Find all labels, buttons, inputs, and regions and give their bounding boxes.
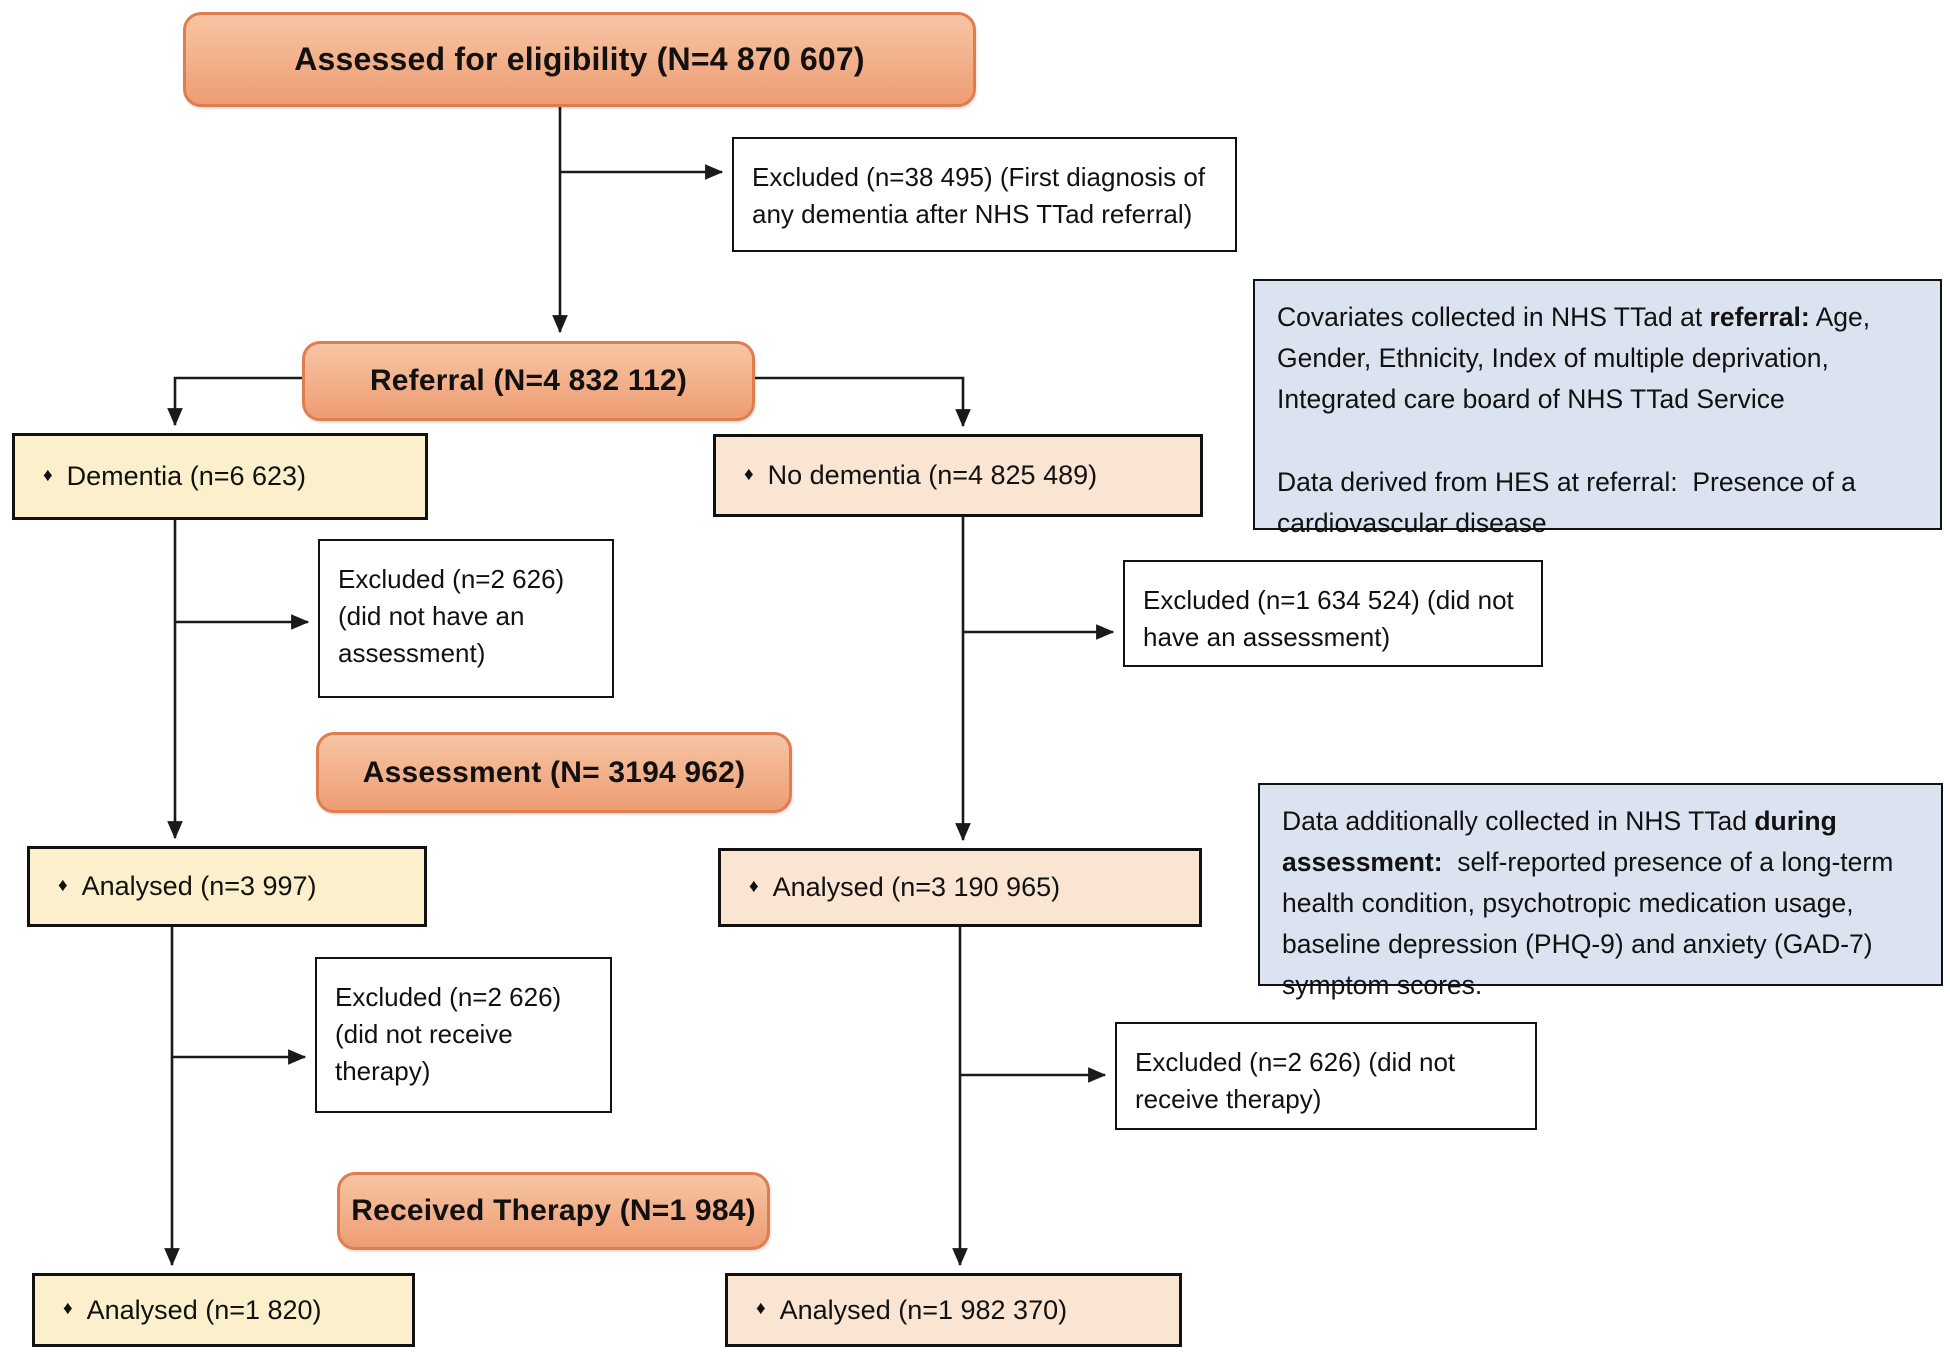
referral-note-text: Age, Gender, Ethnicity, Index of multipl… xyxy=(1277,302,1878,415)
arrow-referral-to-no-dementia xyxy=(755,376,971,428)
no-dementia-box: ♦ No dementia (n=4 825 489) xyxy=(713,434,1203,517)
diamond-bullet-icon: ♦ xyxy=(749,875,759,897)
excluded-dementia-assessment-text: Excluded (n=2 626) (did not have an asse… xyxy=(338,564,565,668)
dementia-label: Dementia (n=6 623) xyxy=(66,461,307,491)
excluded-dementia-therapy-text: Excluded (n=2 626) (did not receive ther… xyxy=(335,982,562,1086)
assessment-note-bold-text: during assessment: xyxy=(1282,806,1845,878)
excluded-no-dementia-therapy-box: Excluded (n=2 626) (did not receive ther… xyxy=(1115,1022,1537,1130)
no-dementia-label: No dementia (n=4 825 489) xyxy=(767,460,1098,490)
received-therapy-stage-label: Received Therapy (N=1 984) xyxy=(351,1194,756,1227)
received-therapy-stage-box: Received Therapy (N=1 984) xyxy=(337,1172,770,1250)
analysed-dementia-assessment-label: Analysed (n=3 997) xyxy=(81,871,317,901)
assessment-note-text: Data additionally collected in NHS TTad xyxy=(1282,806,1755,836)
referral-covariates-note: Covariates collected in NHS TTad at refe… xyxy=(1253,279,1942,538)
referral-note-text: Covariates collected in NHS TTad at xyxy=(1277,302,1710,332)
analysed-no-dementia-assessment-label: Analysed (n=3 190 965) xyxy=(772,872,1061,902)
referral-stage-box: Referral (N=4 832 112) xyxy=(302,341,755,421)
assessment-stage-label: Assessment (N= 3194 962) xyxy=(362,755,746,789)
diamond-bullet-icon: ♦ xyxy=(756,1298,766,1319)
diamond-bullet-icon: ♦ xyxy=(744,463,754,485)
referral-note-paragraph-1: Covariates collected in NHS TTad at refe… xyxy=(1277,297,1920,420)
assessment-data-note: Data additionally collected in NHS TTad … xyxy=(1258,783,1943,1000)
assessment-note-text: self-reported presence of a long-term he… xyxy=(1282,847,1901,1001)
referral-note-bold-text: referral: xyxy=(1709,302,1810,332)
excluded-dementia-assessment-box: Excluded (n=2 626) (did not have an asse… xyxy=(318,539,614,698)
excluded-no-dementia-assessment-box: Excluded (n=1 634 524) (did not have an … xyxy=(1123,560,1543,667)
excluded-no-dementia-therapy-text: Excluded (n=2 626) (did not receive ther… xyxy=(1135,1047,1456,1114)
eligibility-stage-box: Assessed for eligibility (N=4 870 607) xyxy=(183,12,976,107)
arrow-referral-to-dementia xyxy=(167,376,302,427)
analysed-dementia-assessment-box: ♦ Analysed (n=3 997) xyxy=(27,846,427,927)
diamond-bullet-icon: ♦ xyxy=(58,874,68,896)
analysed-no-dementia-therapy-box: ♦ Analysed (n=1 982 370) xyxy=(725,1273,1182,1347)
dementia-box: ♦ Dementia (n=6 623) xyxy=(12,433,428,520)
referral-stage-label: Referral (N=4 832 112) xyxy=(369,364,688,397)
excluded-no-dementia-assessment-text: Excluded (n=1 634 524) (did not have an … xyxy=(1143,585,1514,652)
analysed-dementia-therapy-label: Analysed (n=1 820) xyxy=(86,1294,322,1325)
diamond-bullet-icon: ♦ xyxy=(63,1298,73,1319)
diamond-bullet-icon: ♦ xyxy=(43,464,53,486)
analysed-no-dementia-assessment-box: ♦ Analysed (n=3 190 965) xyxy=(718,848,1202,927)
assessment-stage-box: Assessment (N= 3194 962) xyxy=(316,732,792,813)
excluded-eligibility-box: Excluded (n=38 495) (First diagnosis of … xyxy=(732,137,1237,252)
excluded-eligibility-text: Excluded (n=38 495) (First diagnosis of … xyxy=(752,162,1206,229)
eligibility-stage-label: Assessed for eligibility (N=4 870 607) xyxy=(294,41,865,77)
analysed-no-dementia-therapy-label: Analysed (n=1 982 370) xyxy=(779,1294,1068,1325)
referral-note-text: Data derived from HES at referral: Prese… xyxy=(1277,467,1864,539)
analysed-dementia-therapy-box: ♦ Analysed (n=1 820) xyxy=(32,1273,415,1347)
assessment-note-paragraph: Data additionally collected in NHS TTad … xyxy=(1282,801,1921,1006)
referral-note-paragraph-2: Data derived from HES at referral: Prese… xyxy=(1277,462,1920,544)
excluded-dementia-therapy-box: Excluded (n=2 626) (did not receive ther… xyxy=(315,957,612,1113)
